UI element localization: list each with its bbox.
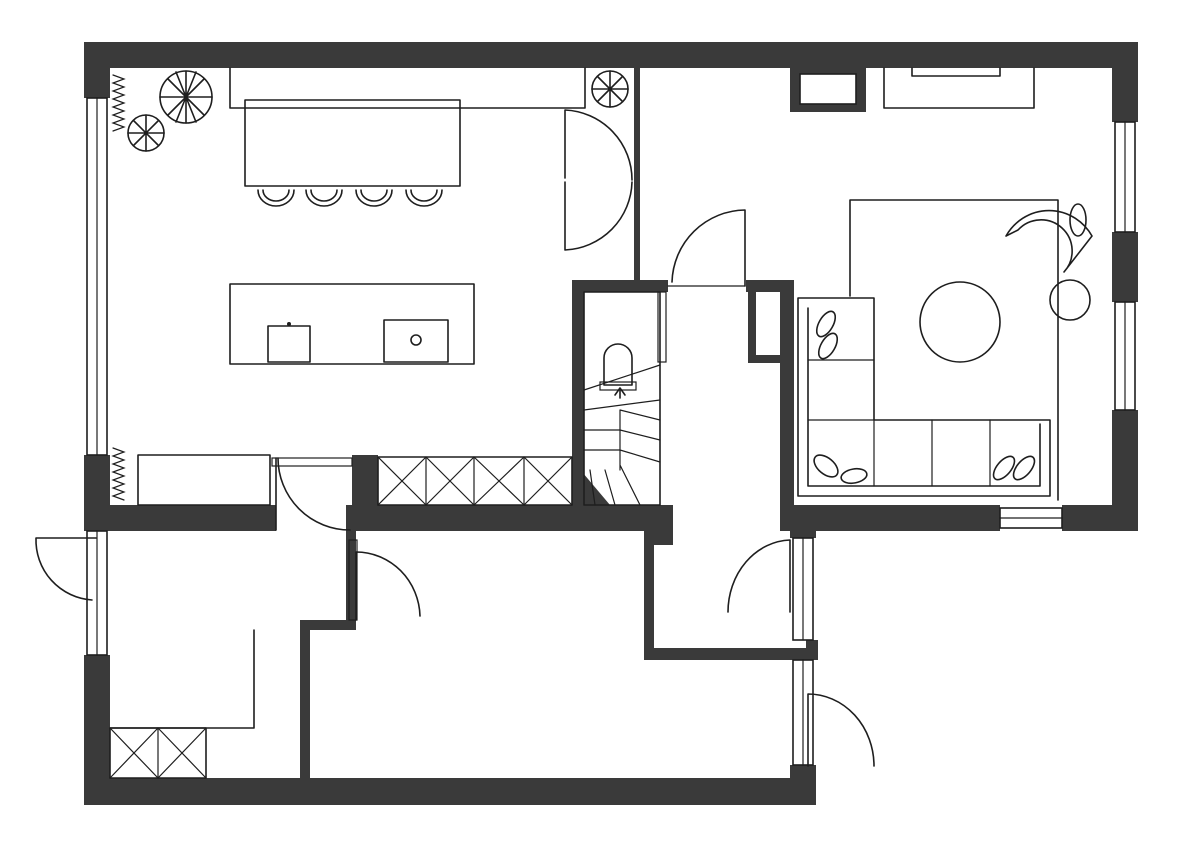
cabinets — [377, 456, 573, 506]
wall-hall-top-right — [746, 280, 794, 292]
cooktop-knob — [287, 322, 291, 326]
plant-icon — [591, 70, 629, 108]
wall-stair-corner — [572, 460, 610, 505]
rug — [849, 199, 1059, 501]
tv-unit[interactable] — [883, 67, 1035, 109]
wall-pillar — [352, 455, 378, 531]
wall-hall-right-mid — [806, 640, 818, 660]
door-swing-icon[interactable] — [564, 109, 633, 251]
wall-bottom — [84, 778, 816, 805]
door-swing-icon[interactable] — [667, 209, 746, 287]
wall-closet-bottom — [748, 355, 794, 363]
wall-living-left — [780, 285, 794, 531]
radiator-icon — [111, 74, 126, 132]
wall-hall-top-left — [572, 280, 668, 292]
sink-drain — [410, 334, 422, 346]
radiator-icon — [111, 447, 126, 501]
door-swing-icon[interactable] — [271, 457, 353, 531]
chair-icon[interactable] — [405, 189, 443, 207]
chair-icon[interactable] — [355, 189, 393, 207]
side-table-icon[interactable] — [1049, 279, 1091, 321]
wall-living-bottom-left — [780, 505, 1000, 531]
chair-icon[interactable] — [305, 189, 343, 207]
wall-closet-left — [748, 280, 756, 362]
sideboard — [137, 454, 271, 506]
wall-kitchen-bottom-right — [346, 505, 672, 531]
wall-entrance-bottom — [790, 765, 816, 805]
wall-top — [84, 42, 1138, 68]
wall-kitchen-living-divider — [634, 68, 640, 280]
sink-icon[interactable] — [383, 319, 449, 363]
door-swing-icon[interactable] — [35, 537, 97, 601]
plant-icon — [159, 70, 213, 124]
chairs — [257, 189, 443, 207]
wall-stair-left — [572, 280, 584, 520]
wall-divider-horizontal — [300, 620, 356, 630]
wall-divider-vertical — [300, 620, 310, 780]
wall-hall-right-top — [790, 530, 816, 538]
toilet-icon[interactable] — [603, 343, 633, 386]
sofa-icon[interactable] — [797, 297, 1051, 497]
wall-right-upper — [1112, 42, 1138, 122]
wall-living-bottom-right — [1062, 505, 1138, 531]
kitchen-counter-top — [229, 67, 586, 109]
wall-hall-left — [644, 530, 654, 660]
floor-lamp-icon[interactable] — [1005, 203, 1093, 273]
wall-divider-upper — [346, 530, 356, 630]
cooktop-icon[interactable] — [267, 325, 311, 363]
chair-icon[interactable] — [257, 189, 295, 207]
coffee-table-icon[interactable] — [919, 281, 1001, 363]
living-room — [797, 67, 1093, 501]
door-swing-icon[interactable] — [348, 539, 421, 621]
plant-icon — [127, 114, 165, 152]
fireplace-opening — [799, 73, 857, 105]
wall-left-upper — [84, 42, 110, 98]
door-swing-icon[interactable] — [727, 539, 791, 613]
stair-icon[interactable] — [583, 291, 661, 506]
windows — [86, 97, 1136, 766]
utility-counter — [109, 629, 255, 729]
wall-hall-bottom — [644, 648, 816, 660]
staircase — [583, 209, 746, 506]
kitchen-island[interactable] — [229, 283, 475, 365]
wall-right-mid — [1112, 232, 1138, 302]
walls — [84, 42, 1138, 805]
lower-rooms — [35, 457, 875, 779]
wall-kitchen-bottom-left — [84, 505, 276, 531]
door-swing-icon[interactable] — [807, 693, 875, 767]
cabinet-icon[interactable] — [377, 456, 573, 506]
kitchen-dining — [111, 67, 633, 506]
dining-table[interactable] — [244, 99, 461, 187]
